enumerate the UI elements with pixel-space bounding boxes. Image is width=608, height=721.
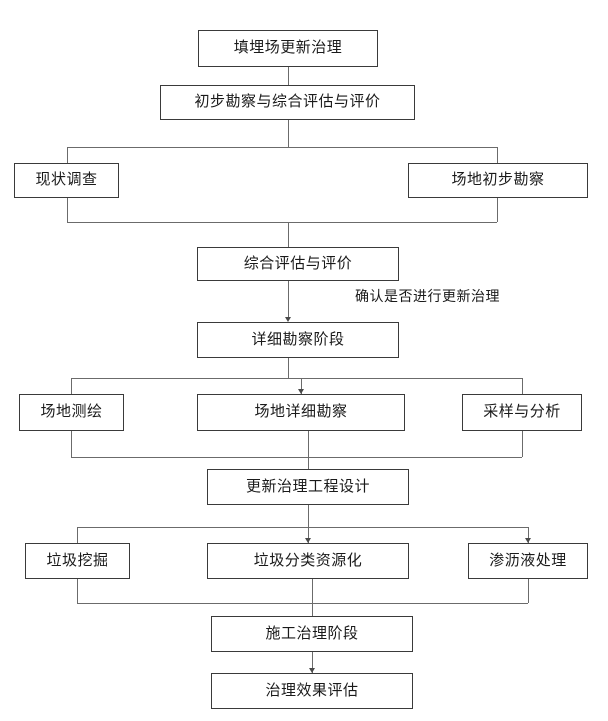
connector-bus-to-n14 [312, 579, 313, 616]
node-site-detailed-survey[interactable]: 场地详细勘察 [197, 394, 405, 431]
connector-bus-to-n5 [288, 222, 289, 247]
node-waste-sorting-resource-recovery[interactable]: 垃圾分类资源化 [207, 543, 409, 579]
node-label: 更新治理工程设计 [245, 478, 370, 495]
node-label: 场地测绘 [40, 404, 103, 420]
node-sampling-and-analysis[interactable]: 采样与分析 [462, 394, 582, 431]
connector-n9-to-bus [522, 431, 523, 457]
node-label: 治理效果评估 [265, 682, 359, 699]
arrowhead-n5-n6 [285, 317, 291, 322]
arrowhead-bus-to-n8 [298, 389, 304, 394]
connector-bus-to-n11 [77, 527, 78, 543]
node-site-preliminary-survey[interactable]: 场地初步勘察 [408, 163, 588, 198]
connector-bus-to-n7 [71, 378, 72, 394]
node-label: 填埋场更新治理 [233, 40, 343, 56]
connector-n6-bus-down [288, 358, 289, 378]
connector-bus-to-n12 [308, 527, 309, 543]
connector-n4-to-bus [497, 198, 498, 222]
node-label: 垃圾分类资源化 [253, 552, 363, 569]
connector-bus-to-n3 [67, 147, 68, 163]
node-label: 综合评估与评价 [243, 255, 353, 272]
node-site-mapping[interactable]: 场地测绘 [19, 394, 124, 431]
node-detailed-survey-stage[interactable]: 详细勘察阶段 [197, 322, 399, 358]
bus-bottom-row4 [71, 457, 522, 458]
connector-bus-to-n10 [308, 431, 309, 469]
node-status-investigation[interactable]: 现状调查 [14, 163, 119, 198]
connector-n10-bus-down [308, 505, 309, 527]
connector-n2-bus-down [288, 120, 289, 147]
connector-n5-n6 [288, 281, 289, 319]
arrowhead-bus-to-n13 [525, 538, 531, 543]
bus-bottom-row2 [67, 222, 497, 223]
connector-n11-to-bus [77, 579, 78, 603]
node-label: 场地详细勘察 [254, 404, 348, 420]
node-comprehensive-assessment[interactable]: 综合评估与评价 [197, 247, 399, 281]
connector-bus-to-n9 [522, 378, 523, 394]
bus-top-row2 [67, 147, 497, 148]
node-governance-effect-evaluation[interactable]: 治理效果评估 [211, 673, 413, 709]
node-label: 场地初步勘察 [451, 172, 545, 188]
node-construction-governance-stage[interactable]: 施工治理阶段 [211, 616, 413, 652]
connector-n3-to-bus [67, 198, 68, 222]
annotation-confirm-renewal-governance: 确认是否进行更新治理 [355, 290, 500, 305]
node-renewal-governance-engineering-design[interactable]: 更新治理工程设计 [207, 469, 409, 505]
bus-top-row4 [71, 378, 522, 379]
node-label: 施工治理阶段 [265, 625, 359, 642]
node-label: 初步勘察与综合评估与评价 [194, 94, 381, 110]
node-landfill-renewal-governance[interactable]: 填埋场更新治理 [198, 30, 378, 67]
node-label: 详细勘察阶段 [251, 331, 345, 348]
node-label: 现状调查 [35, 172, 98, 188]
node-label: 采样与分析 [483, 404, 561, 420]
arrowhead-bus-to-n12 [305, 538, 311, 543]
connector-n14-n15 [312, 652, 313, 673]
bus-bottom-row6 [77, 603, 528, 604]
node-label: 垃圾挖掘 [46, 552, 109, 569]
connector-bus-to-n13 [528, 527, 529, 543]
node-label: 渗沥液处理 [489, 552, 567, 569]
connector-bus-to-n8 [301, 378, 302, 394]
connector-n1-n2 [288, 67, 289, 85]
connector-bus-to-n4 [497, 147, 498, 163]
connector-n13-to-bus [528, 579, 529, 603]
node-waste-excavation[interactable]: 垃圾挖掘 [25, 543, 130, 579]
bus-top-row6 [77, 527, 528, 528]
connector-n7-to-bus [71, 431, 72, 457]
node-preliminary-survey-and-assessment[interactable]: 初步勘察与综合评估与评价 [160, 85, 415, 120]
arrowhead-n14-n15 [309, 668, 315, 673]
node-leachate-treatment[interactable]: 渗沥液处理 [468, 543, 588, 579]
